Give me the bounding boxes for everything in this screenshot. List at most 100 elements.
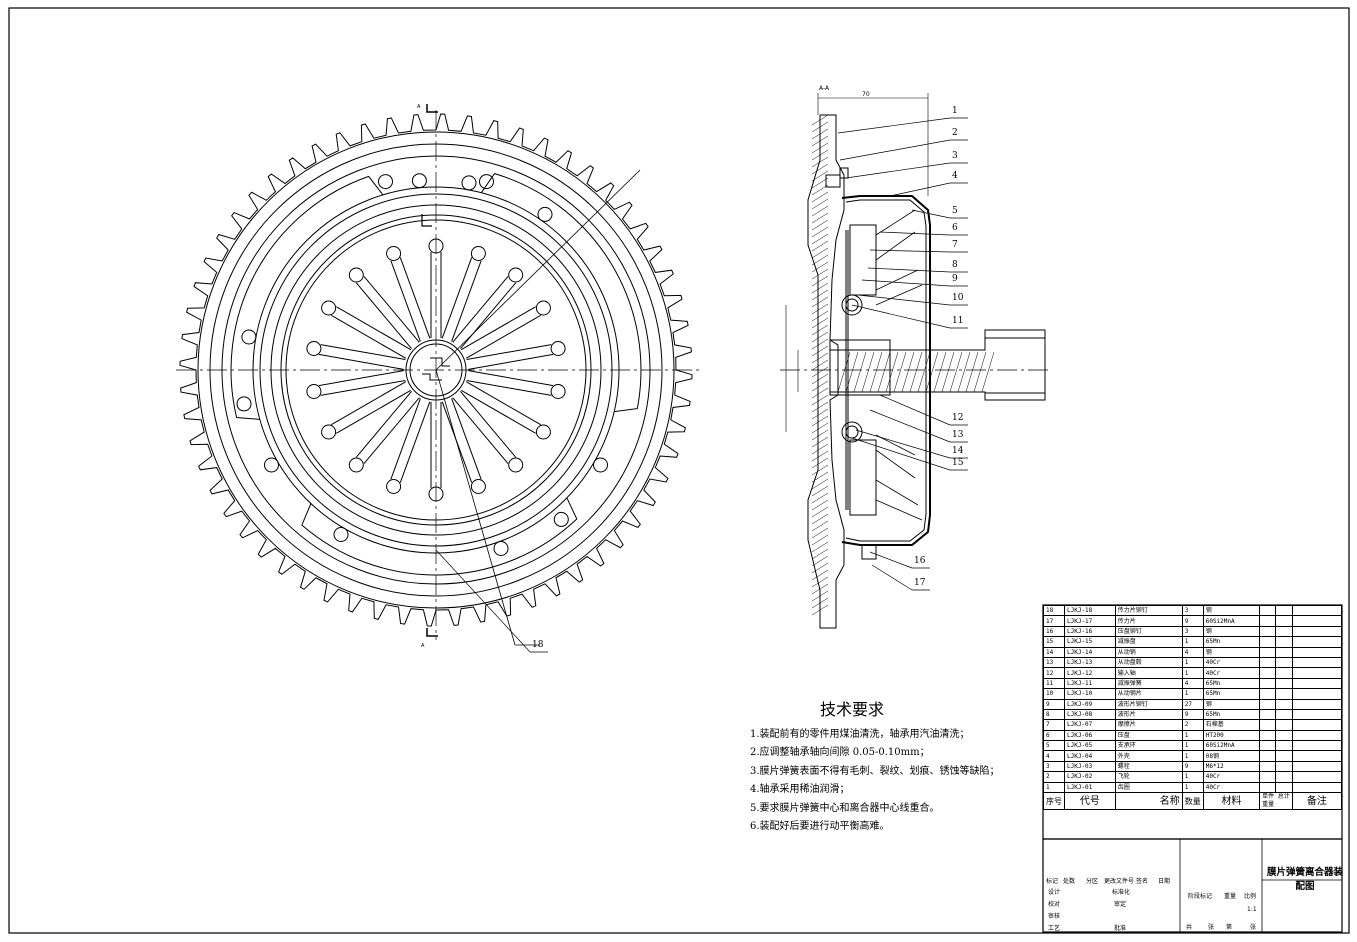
finger-edge [336,306,412,351]
bom-cell-code: LJKJ-13 [1064,656,1116,669]
finger-hole [550,384,566,399]
bom-cell-material: 40Cr [1202,781,1261,794]
bom-cell-remark [1291,771,1343,783]
leader-line [879,394,951,426]
bom-header-material: 材料 [1202,792,1261,811]
callout-number: 8 [952,260,958,270]
bom-cell-code: LJKJ-04 [1064,750,1116,762]
finger-edge [355,390,412,458]
tb-row-check: 校对 [1048,901,1061,908]
hatch-line [811,366,829,378]
bom-cell-qty: 4 [1181,646,1204,658]
hatch-line [811,121,829,133]
bom-cell-qty: 9 [1181,615,1204,627]
callout-number: 15 [952,458,964,468]
callout-number: 5 [952,206,958,216]
finger-edge [320,344,406,360]
bom-cell-single [1259,615,1277,627]
finger-edge [465,314,541,359]
bom-cell-remark [1291,604,1343,617]
cover-plate [230,173,642,576]
finger-edge [460,306,536,351]
bom-cell-material: HT200 [1202,729,1261,742]
tb-label-change-doc: 更改文件号 [1104,878,1135,885]
hatch-line [811,429,829,441]
hatch-line [965,351,979,393]
hatch-line [811,576,829,588]
hatch-line [811,562,829,574]
hatch-line [811,457,829,469]
callout-number: 12 [952,413,964,423]
leader-line [869,409,951,443]
leader-line [911,209,951,219]
finger-edge [331,381,407,426]
bom-cell-no: 18 [1043,604,1065,617]
bom-cell-total [1275,667,1293,679]
tb-label-sign: 签名 [1136,878,1149,885]
bolt-hole [236,396,252,412]
front-view [176,104,700,646]
bom-cell-total [1275,729,1293,742]
bom-cell-remark [1291,677,1343,690]
bom-cell-single [1259,708,1277,721]
bom-cell-single [1259,656,1277,669]
bom-cell-qty: 27 [1181,698,1204,710]
bom-cell-no: 6 [1043,729,1065,742]
bom-cell-remark [1291,750,1343,762]
bom-header-name: 名称 [1114,792,1183,811]
finger-edge [390,398,421,480]
bom-cell-code: LJKJ-07 [1064,719,1116,731]
hatch-line [811,597,829,609]
callout-number: 9 [952,274,958,284]
bolt-hole [493,541,509,556]
tech-req-list: 1.装配前有的零件用煤油清洗，轴承用汽油清洗； 2.应调整轴承轴向间隙 0.05… [750,726,1000,836]
finger-hole [508,267,524,283]
bolt-holes [236,173,608,556]
bom-cell-no: 8 [1043,708,1065,721]
bom-cell-code: LJKJ-05 [1064,740,1116,752]
bom-cell-qty: 1 [1181,781,1204,794]
hatch-line [811,380,829,392]
section-view [435,93,1050,653]
shaft-hatch [837,351,995,393]
finger-edge [466,380,552,396]
hatch-line [973,351,987,393]
finger-edge [331,314,407,359]
section-label: A-A [819,85,830,92]
finger-hole [348,267,364,283]
bom-cell-total [1275,625,1293,638]
finger-edge [468,370,554,387]
finger-edge [465,381,541,426]
finger-hole [550,341,566,356]
bom-cell-material: M6*12 [1202,760,1261,773]
bom-cell-total [1275,771,1293,783]
hatch-line [811,569,829,581]
bolt-hole [241,329,257,345]
bom-cell-no: 17 [1043,615,1065,627]
leader-line [861,279,951,287]
tb-standardize: 标准化 [1112,889,1131,896]
leader-line [851,437,951,471]
bom-cell-name: 螺栓 [1114,760,1183,773]
bom-cell-code: LJKJ-09 [1064,698,1116,710]
hatch-line [853,351,867,393]
finger-edge [460,282,517,350]
hatch-line [845,351,859,393]
drawing-title: 膜片弹簧离合器装配图 [1266,867,1343,892]
bom-cell-material: 65Mn [1202,708,1261,721]
finger-hole [470,479,486,494]
bom-cell-total [1275,698,1293,710]
bom-cell-code: LJKJ-18 [1064,604,1116,617]
tb-stage: 阶段标记 [1188,893,1213,900]
hatch-line [811,128,829,140]
tb-weight: 重量 [1224,893,1237,900]
section-mark-top: A [417,104,421,110]
